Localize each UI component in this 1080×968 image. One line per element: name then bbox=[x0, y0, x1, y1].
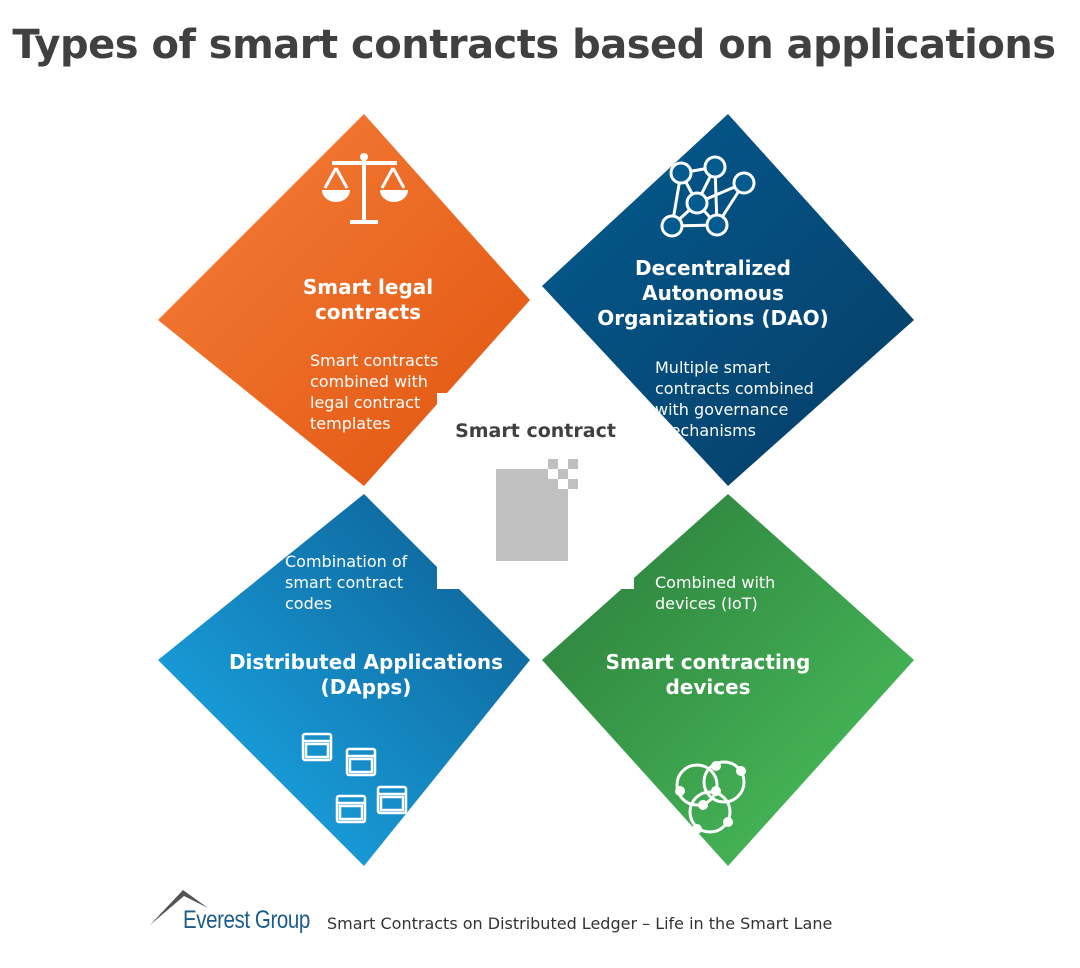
scales-icon bbox=[322, 153, 408, 224]
heading-line: devices bbox=[665, 675, 751, 699]
description-line: Multiple smart bbox=[655, 358, 771, 377]
heading-line: Smart contracting bbox=[605, 650, 811, 674]
quadrant-heading-devices: Smart contracting devices bbox=[588, 650, 828, 700]
quadrant-description-legal: Smart contracts combined with legal cont… bbox=[310, 350, 438, 434]
footer-caption: Smart Contracts on Distributed Ledger – … bbox=[327, 914, 833, 933]
brand-logo-text: Everest Group bbox=[183, 906, 310, 934]
description-line: mechanisms bbox=[655, 421, 757, 440]
description-line: devices (IoT) bbox=[655, 594, 758, 613]
description-line: legal contract bbox=[310, 393, 421, 412]
heading-line: Smart legal bbox=[302, 275, 434, 299]
heading-line: Distributed Applications bbox=[228, 650, 504, 674]
description-line: Combination of bbox=[285, 552, 408, 571]
network-nodes-icon bbox=[660, 155, 756, 238]
description-line: templates bbox=[310, 414, 391, 433]
description-line: Combined with bbox=[655, 573, 776, 592]
heading-line: Organizations (DAO) bbox=[597, 306, 829, 330]
page-title: Types of smart contracts based on applic… bbox=[12, 22, 1056, 68]
description-line: contracts combined bbox=[655, 379, 814, 398]
quadrant-heading-legal: Smart legal contracts bbox=[268, 275, 468, 325]
document-pixel-icon bbox=[496, 459, 578, 561]
quadrant-description-dao: Multiple smart contracts combined with g… bbox=[655, 357, 814, 441]
description-line: codes bbox=[285, 594, 332, 613]
description-line: Smart contracts bbox=[310, 351, 439, 370]
description-line: combined with bbox=[310, 372, 428, 391]
quadrant-diamond-dao bbox=[542, 114, 914, 486]
heading-line: (DApps) bbox=[320, 675, 412, 699]
heading-line: contracts bbox=[314, 300, 422, 324]
center-label: Smart contract bbox=[455, 420, 616, 442]
description-line: with governance bbox=[655, 400, 789, 419]
app-windows-icon bbox=[301, 732, 408, 824]
quadrant-description-dapps: Combination of smart contract codes bbox=[285, 551, 407, 614]
quadrant-diamond-devices bbox=[542, 494, 914, 866]
quadrant-heading-dao: Decentralized Autonomous Organizations (… bbox=[593, 256, 833, 331]
quadrant-heading-dapps: Distributed Applications (DApps) bbox=[216, 650, 516, 700]
everest-logo-icon bbox=[150, 890, 208, 925]
heading-line: Decentralized bbox=[635, 256, 791, 280]
description-line: smart contract bbox=[285, 573, 404, 592]
quadrant-description-devices: Combined with devices (IoT) bbox=[655, 572, 775, 614]
connected-devices-icon bbox=[675, 760, 746, 834]
heading-line: Autonomous bbox=[642, 281, 784, 305]
